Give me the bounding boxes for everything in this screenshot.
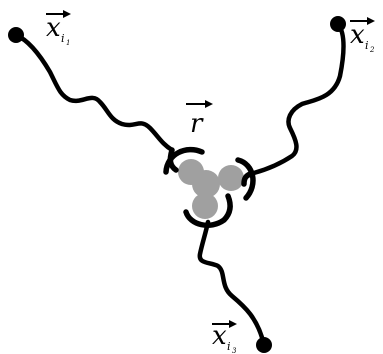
endpoint-3 [256, 337, 272, 353]
label-x-i2-i: i [365, 39, 369, 52]
label-r-text: r [190, 109, 204, 139]
core-cluster [178, 159, 244, 219]
label-x-i2-index: 2 [369, 46, 375, 54]
label-x-i3: x i 3 [212, 320, 237, 354]
label-x-i2: x i 2 [350, 17, 375, 54]
label-x-i2-x: x [350, 20, 365, 50]
binding-arcs [163, 146, 256, 229]
label-x-i1-i: i [61, 32, 65, 45]
label-x-i1-x: x [46, 13, 61, 43]
label-x-i1: x i 1 [46, 10, 71, 47]
endpoint-2 [330, 16, 346, 32]
label-x-i3-i: i [227, 340, 231, 353]
chain-2 [247, 21, 346, 177]
label-x-i1-index: 1 [66, 39, 70, 47]
label-x-i3-index: 3 [232, 347, 237, 354]
label-x-i3-x: x [212, 321, 227, 351]
chain-1 [13, 32, 175, 153]
label-r: r [186, 100, 213, 139]
chain-3 [197, 219, 267, 348]
endpoint-1 [8, 27, 24, 43]
